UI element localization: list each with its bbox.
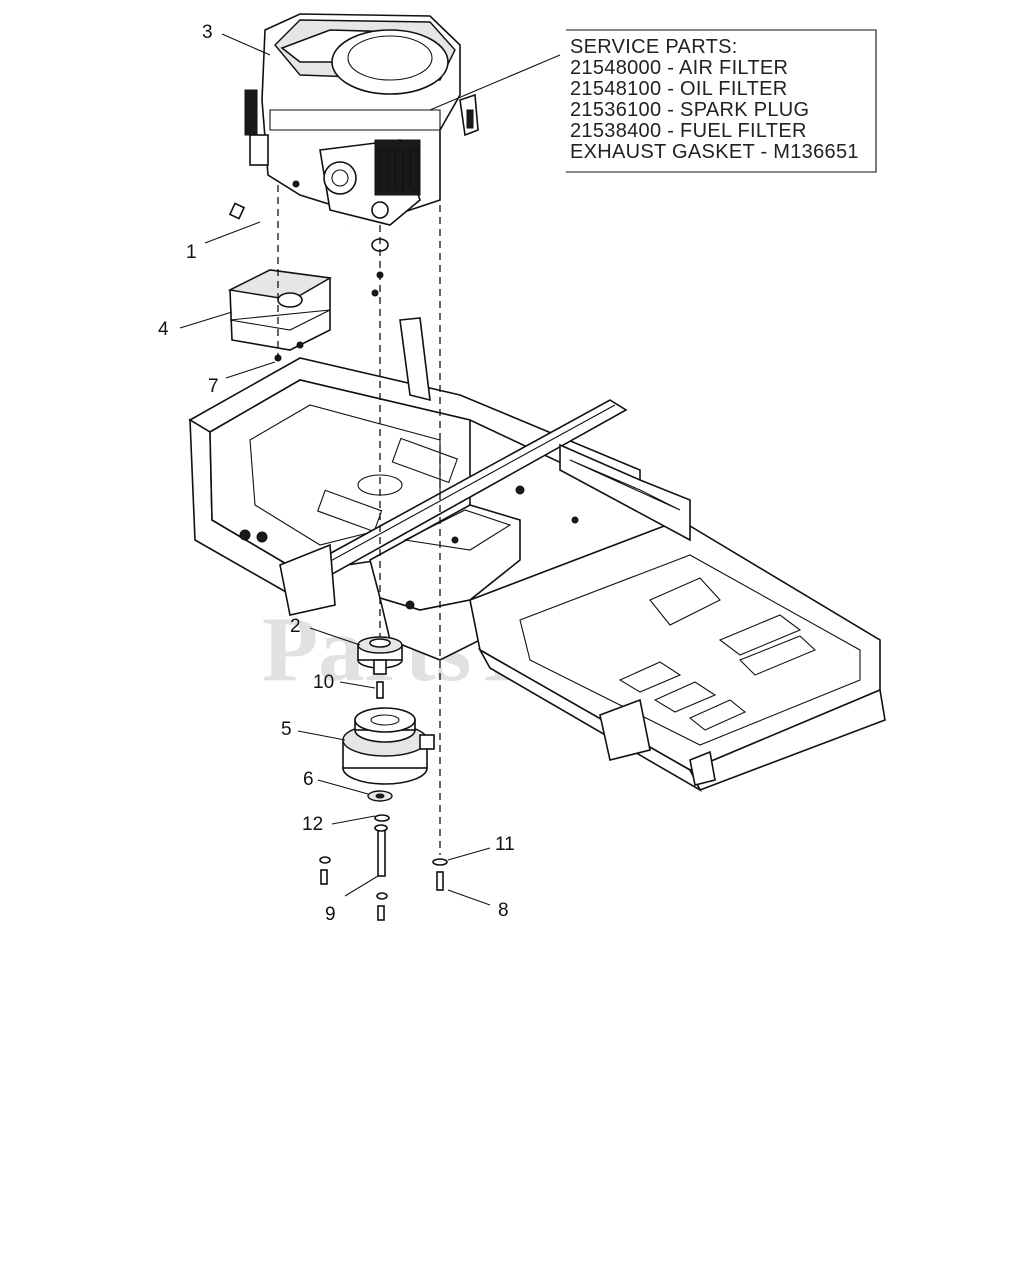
service-parts-box: SERVICE PARTS: 21548000 - AIR FILTER 215…	[566, 29, 877, 173]
callout-6: 6	[303, 769, 314, 790]
callout-4: 4	[158, 319, 169, 340]
engine	[244, 13, 479, 226]
callout-3: 3	[202, 22, 213, 43]
service-part-oil-filter: 21548100 - OIL FILTER	[570, 78, 788, 100]
callout-12: 12	[302, 814, 323, 835]
callout-2: 2	[290, 616, 301, 637]
mower-frame	[188, 317, 886, 793]
callout-7: 7	[208, 376, 219, 397]
washer-and-bolt-right	[432, 858, 448, 891]
fuel-line	[228, 202, 346, 243]
washer	[367, 790, 393, 802]
callout-8: 8	[498, 900, 509, 921]
service-parts-heading: SERVICE PARTS:	[570, 36, 738, 58]
leader-lines	[179, 33, 561, 906]
callout-9: 9	[325, 904, 336, 925]
muffler	[227, 238, 395, 351]
callout-5: 5	[281, 719, 292, 740]
electric-clutch	[342, 707, 435, 785]
key	[376, 681, 384, 699]
service-part-fuel-filter: 21538400 - FUEL FILTER	[570, 120, 807, 142]
service-part-exhaust-gasket: EXHAUST GASKET - M136651	[570, 141, 859, 163]
hardware-small	[319, 856, 388, 921]
bolt	[374, 824, 388, 877]
service-part-air-filter: 21548000 - AIR FILTER	[570, 57, 788, 79]
callout-10: 10	[313, 672, 334, 693]
callout-1: 1	[186, 242, 197, 263]
small-washer	[374, 814, 390, 822]
service-part-spark-plug: 21536100 - SPARK PLUG	[570, 99, 809, 121]
callout-11: 11	[495, 834, 515, 855]
pulley	[357, 636, 403, 675]
